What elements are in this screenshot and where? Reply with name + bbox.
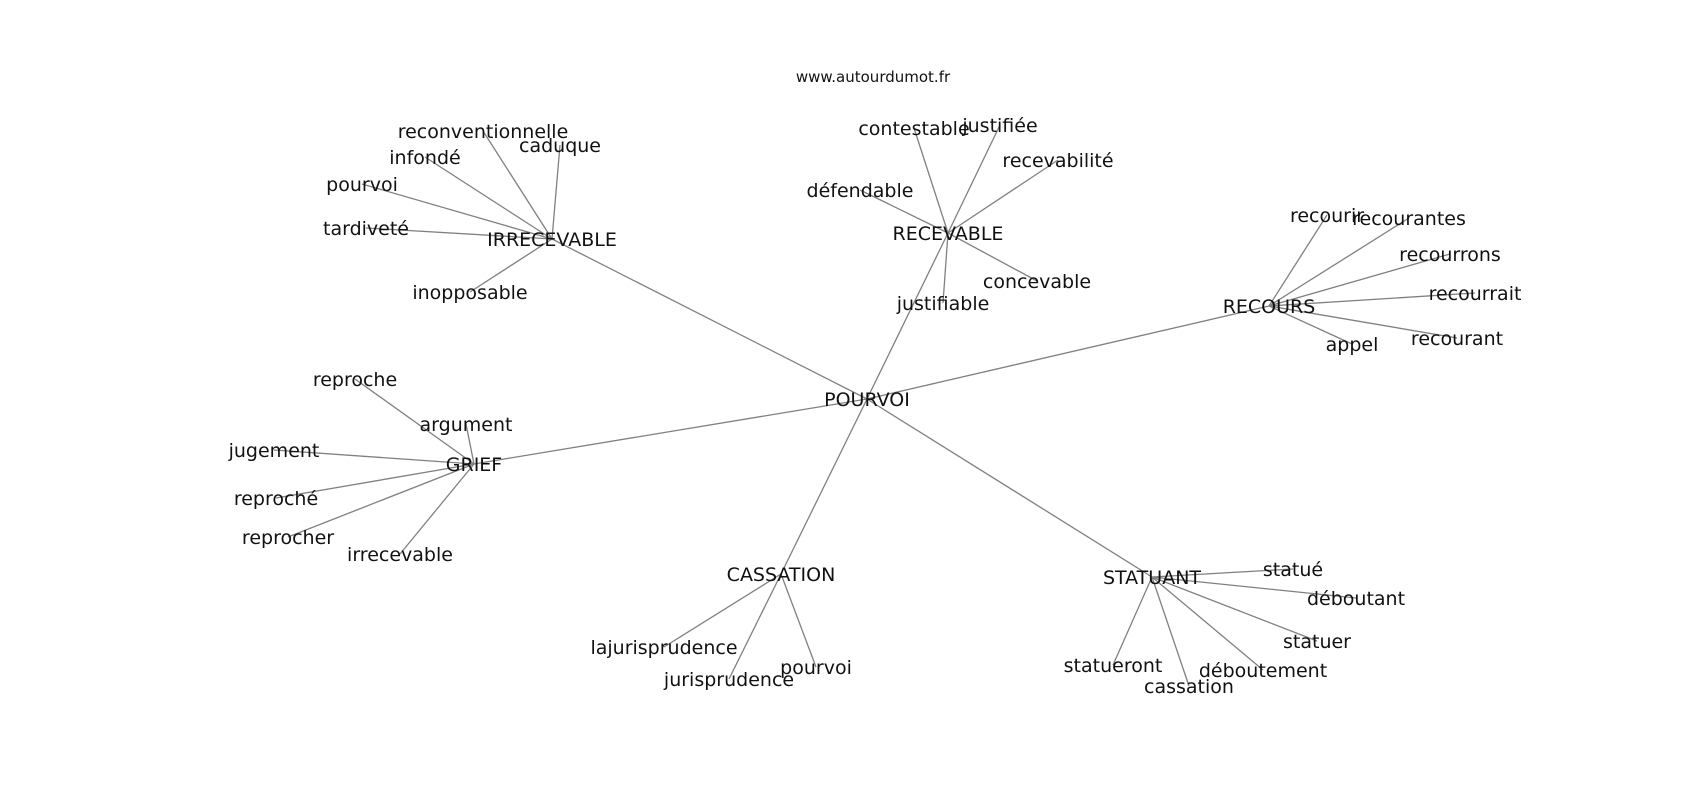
leaf-node-label[interactable]: statueront: [1064, 655, 1163, 677]
leaf-node-label[interactable]: justifiée: [961, 115, 1037, 137]
hub-node-label[interactable]: GRIEF: [446, 454, 502, 476]
leaf-node-label[interactable]: infondé: [389, 147, 460, 169]
leaf-node-label[interactable]: déboutant: [1307, 588, 1405, 610]
leaf-node-label[interactable]: reconventionnelle: [398, 121, 569, 143]
leaf-node-label[interactable]: justifiable: [896, 293, 990, 315]
leaf-node-label[interactable]: pourvoi: [326, 174, 398, 196]
leaf-edge: [1268, 214, 1328, 307]
leaf-edge: [947, 159, 1059, 234]
leaf-edge: [780, 573, 817, 668]
leaf-node-label[interactable]: recourant: [1411, 328, 1503, 350]
leaf-edge: [1151, 576, 1318, 642]
leaf-edge: [1268, 305, 1458, 339]
leaf-node-label[interactable]: déboutement: [1199, 660, 1327, 682]
root-edge: [780, 398, 868, 575]
leaf-node-label[interactable]: reproche: [313, 369, 397, 391]
leaf-edge: [1268, 217, 1410, 307]
leaf-edge: [399, 463, 475, 555]
leaf-edge: [1151, 576, 1190, 687]
leaf-edge: [663, 573, 782, 648]
leaf-edge: [273, 449, 475, 465]
leaf-node-label[interactable]: statuer: [1283, 631, 1351, 653]
leaf-edge: [859, 189, 949, 234]
leaf-node-label[interactable]: recourrons: [1399, 244, 1501, 266]
leaf-edge: [1268, 292, 1476, 307]
leaf-node-label[interactable]: contestable: [858, 118, 969, 140]
leaf-edge: [1112, 576, 1153, 666]
hub-node-label[interactable]: RECOURS: [1223, 296, 1316, 318]
leaf-edge: [275, 463, 475, 499]
leaf-edge: [424, 156, 553, 240]
leaf-node-label[interactable]: reprocher: [242, 527, 334, 549]
root-edge: [866, 232, 949, 400]
leaf-edge: [365, 227, 553, 240]
leaf-node-label[interactable]: inopposable: [412, 282, 527, 304]
leaf-node-label[interactable]: défendable: [807, 180, 914, 202]
hub-node-label[interactable]: CASSATION: [727, 564, 836, 586]
leaf-edge: [947, 232, 1038, 282]
leaf-node-label[interactable]: pourvoi: [780, 657, 852, 679]
leaf-edge: [1151, 568, 1294, 578]
leaf-node-label[interactable]: caduque: [519, 135, 601, 157]
graph-labels: www.autourdumot.fr POURVOI IRRECEVABLE rec…: [228, 68, 1522, 698]
leaf-node-label[interactable]: tardiveté: [323, 218, 409, 240]
root-edge: [866, 398, 1153, 578]
hub-node-label[interactable]: RECEVABLE: [893, 223, 1004, 245]
leaf-edge: [469, 238, 553, 293]
site-url[interactable]: www.autourdumot.fr: [796, 68, 951, 86]
leaf-node-label[interactable]: concevable: [983, 271, 1091, 293]
leaf-node-label[interactable]: recevabilité: [1002, 150, 1113, 172]
leaf-node-label[interactable]: lajurisprudence: [590, 637, 737, 659]
leaf-edge: [361, 183, 553, 240]
root-edge: [866, 305, 1270, 400]
leaf-edge: [465, 423, 475, 465]
leaf-edge: [354, 378, 475, 465]
leaf-edge: [728, 573, 782, 680]
graph-edges: [273, 124, 1476, 687]
root-edge: [473, 398, 868, 465]
hub-node-label[interactable]: IRRECEVABLE: [487, 229, 617, 251]
root-node-label[interactable]: POURVOI: [824, 389, 910, 411]
leaf-node-label[interactable]: irrecevable: [347, 544, 453, 566]
leaf-edge: [287, 463, 475, 538]
leaf-edge: [942, 232, 949, 304]
leaf-node-label[interactable]: reproché: [234, 488, 318, 510]
leaf-node-label[interactable]: cassation: [1144, 676, 1234, 698]
leaf-node-label[interactable]: appel: [1326, 334, 1379, 356]
leaf-node-label[interactable]: argument: [420, 414, 513, 436]
leaf-node-label[interactable]: recourrait: [1429, 283, 1522, 305]
leaf-edge: [913, 127, 949, 234]
leaf-edge: [1268, 305, 1353, 345]
leaf-edge: [1268, 253, 1451, 307]
leaf-edge: [1151, 576, 1264, 671]
leaf-edge: [947, 124, 1001, 234]
leaf-node-label[interactable]: recourantes: [1352, 208, 1466, 230]
leaf-node-label[interactable]: jugement: [228, 440, 320, 462]
leaf-node-label[interactable]: jurisprudence: [663, 669, 794, 691]
root-edge: [551, 238, 868, 400]
leaf-edge: [551, 144, 561, 240]
leaf-edge: [1151, 576, 1357, 599]
hub-node-label[interactable]: STATUANT: [1103, 567, 1201, 589]
leaf-node-label[interactable]: statué: [1263, 559, 1323, 581]
leaf-node-label[interactable]: recourir: [1290, 205, 1364, 227]
leaf-edge: [482, 130, 553, 240]
